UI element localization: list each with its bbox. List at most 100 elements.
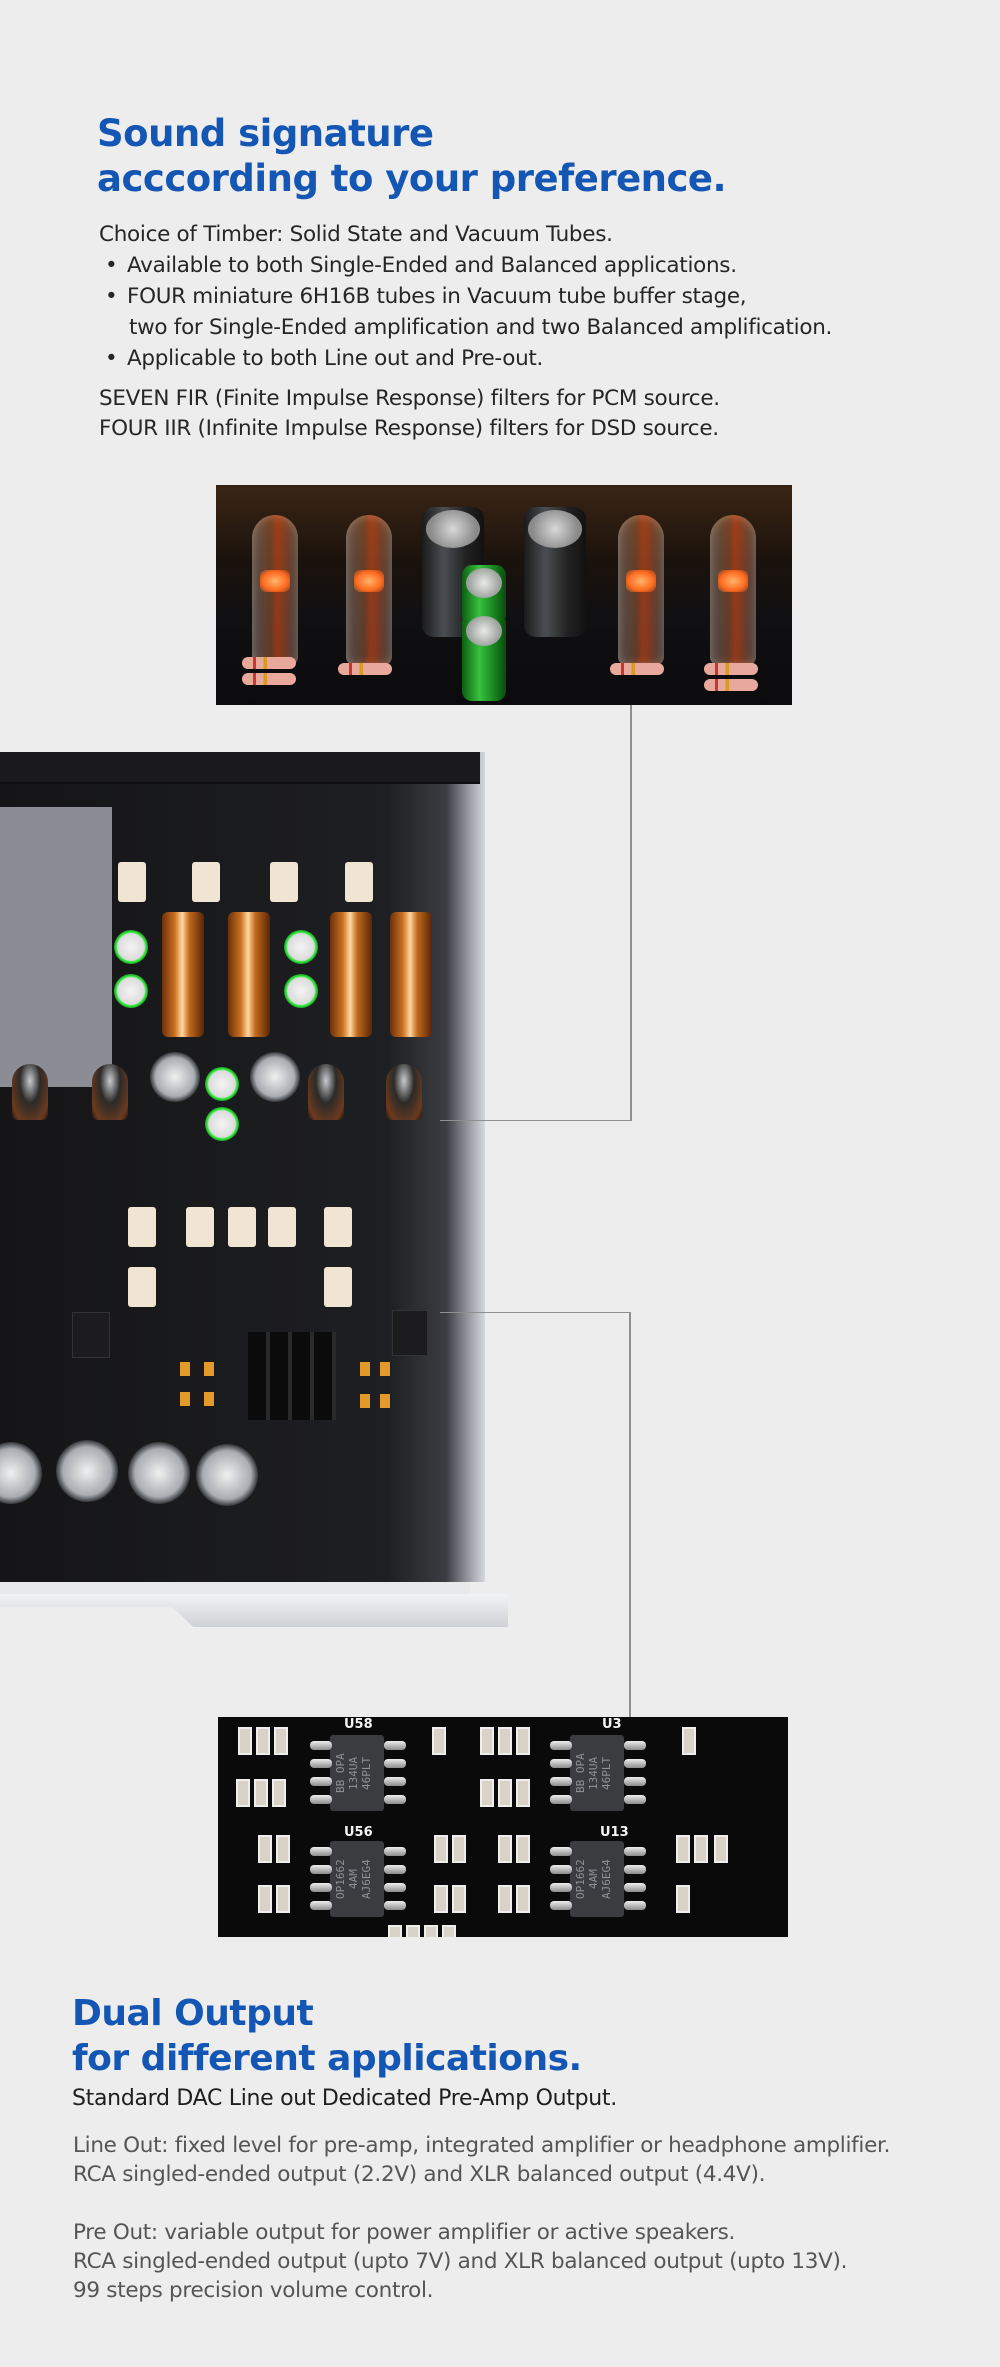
vacuum-tube [12, 1064, 48, 1120]
smd-capacitor [204, 1362, 214, 1376]
smd-capacitor [360, 1362, 370, 1376]
chip-ref-label: U3 [602, 1717, 622, 1732]
vacuum-tube [92, 1064, 128, 1120]
smd-capacitor [180, 1362, 190, 1376]
line-out-paragraph: Line Out: fixed level for pre-amp, integ… [73, 2131, 973, 2189]
bullet-item: FOUR miniature 6H16B tubes in Vacuum tub… [99, 281, 959, 343]
chassis-rear-wall [0, 752, 480, 784]
relay [345, 862, 373, 902]
opamp-chip: BB OPA 134UA 46PLT [570, 1735, 624, 1811]
capacitor [196, 1444, 258, 1506]
timbre-intro: Choice of Timber: Solid State and Vacuum… [99, 222, 613, 247]
bullet-text-continued: two for Single-Ended amplification and t… [129, 315, 833, 340]
front-panel [0, 1582, 510, 1640]
main-board-image [0, 752, 510, 1640]
timbre-description: Choice of Timber: Solid State and Vacuum… [99, 219, 959, 444]
resistor [610, 663, 664, 675]
bullet-item: Applicable to both Line out and Pre-out. [99, 343, 959, 374]
front-panel-edge [0, 1582, 470, 1594]
vacuum-tube [618, 515, 664, 665]
section-output-title: Dual Output for different applications. [72, 1991, 582, 2081]
tubes-closeup-image [216, 485, 792, 705]
capacitor [56, 1440, 118, 1502]
pre-out-paragraph: Pre Out: variable output for power ampli… [73, 2218, 973, 2305]
bullet-text: FOUR miniature 6H16B tubes in Vacuum tub… [127, 284, 747, 309]
capacitor [0, 1442, 42, 1504]
relay [192, 862, 220, 902]
front-panel-face [0, 1594, 508, 1627]
chip-marking: OP1662 4AM AJ6EG4 [334, 1859, 373, 1899]
opamp-closeup-image: U58 U3 U56 U13 BB OPA 134UA 46PLT BB OPA… [218, 1717, 788, 1937]
chassis [0, 752, 485, 1582]
vacuum-tube [386, 1064, 422, 1120]
line-out-spec: RCA singled-ended output (2.2V) and XLR … [73, 2162, 766, 2187]
chip-marking: BB OPA 134UA 46PLT [574, 1753, 613, 1793]
capacitor [462, 613, 506, 701]
vacuum-tube [308, 1064, 344, 1120]
volume-control-text: 99 steps precision volume control. [73, 2278, 434, 2303]
relay [118, 862, 146, 902]
filter-iir: FOUR IIR (Infinite Impulse Response) fil… [99, 416, 719, 441]
title-line-1: Sound signature [97, 112, 434, 155]
heatsink [248, 1332, 336, 1420]
capacitor [150, 1052, 200, 1102]
title-line-2: acccording to your preference. [97, 157, 727, 200]
bullet-text: Available to both Single-Ended and Balan… [127, 253, 737, 278]
opamp-chip: OP1662 4AM AJ6EG4 [570, 1841, 624, 1917]
pre-out-spec: RCA singled-ended output (upto 7V) and X… [73, 2249, 848, 2274]
relay [270, 862, 298, 902]
chip-ref-label: U58 [344, 1717, 373, 1732]
relay [324, 1267, 352, 1307]
bullet-item: Available to both Single-Ended and Balan… [99, 250, 959, 281]
relay [268, 1207, 296, 1247]
capacitor [114, 930, 148, 964]
smd-capacitor [380, 1362, 390, 1376]
relay [128, 1207, 156, 1247]
capacitor [205, 1067, 239, 1101]
resistor [242, 673, 296, 685]
callout-line-opamp-horizontal [440, 1312, 630, 1313]
bullet-text: Applicable to both Line out and Pre-out. [127, 346, 544, 371]
copper-capacitor [330, 912, 372, 1037]
capacitor [114, 974, 148, 1008]
relay [228, 1207, 256, 1247]
ic-chip [72, 1312, 110, 1358]
feature-bullet-list: Available to both Single-Ended and Balan… [99, 250, 959, 374]
opamp-chip: BB OPA 134UA 46PLT [330, 1735, 384, 1811]
capacitor [524, 507, 586, 637]
relay [186, 1207, 214, 1247]
relay [324, 1207, 352, 1247]
smd-capacitor [180, 1392, 190, 1406]
chip-marking: BB OPA 134UA 46PLT [334, 1753, 373, 1793]
chip-marking: OP1662 4AM AJ6EG4 [574, 1859, 613, 1899]
smd-capacitor [360, 1394, 370, 1408]
callout-line-tubes-horizontal [440, 1120, 632, 1121]
line-out-text: Line Out: fixed level for pre-amp, integ… [73, 2133, 891, 2158]
section-timbre-title: Sound signature acccording to your prefe… [97, 111, 727, 201]
pre-out-text: Pre Out: variable output for power ampli… [73, 2220, 736, 2245]
smd-capacitor [204, 1392, 214, 1406]
resistor [704, 679, 758, 691]
resistor [338, 663, 392, 675]
resistor [242, 657, 296, 669]
smd-capacitor [380, 1394, 390, 1408]
chip-ref-label: U56 [344, 1825, 373, 1840]
copper-capacitor [162, 912, 204, 1037]
chip-ref-label: U13 [600, 1825, 629, 1840]
capacitor [128, 1442, 190, 1504]
callout-line-opamp-vertical [629, 1312, 631, 1717]
vacuum-tube [710, 515, 756, 665]
opamp-chip: OP1662 4AM AJ6EG4 [330, 1841, 384, 1917]
vacuum-tube [252, 515, 298, 665]
capacitor [250, 1052, 300, 1102]
copper-capacitor [390, 912, 432, 1037]
ic-chip [392, 1310, 428, 1356]
title-line-1: Dual Output [72, 1993, 314, 2034]
section-output-subtitle: Standard DAC Line out Dedicated Pre-Amp … [72, 2086, 617, 2111]
output-description: Line Out: fixed level for pre-amp, integ… [73, 2131, 973, 2334]
capacitor [284, 930, 318, 964]
capacitor [284, 974, 318, 1008]
resistor [704, 663, 758, 675]
relay [128, 1267, 156, 1307]
dac-daughterboard [0, 807, 112, 1087]
